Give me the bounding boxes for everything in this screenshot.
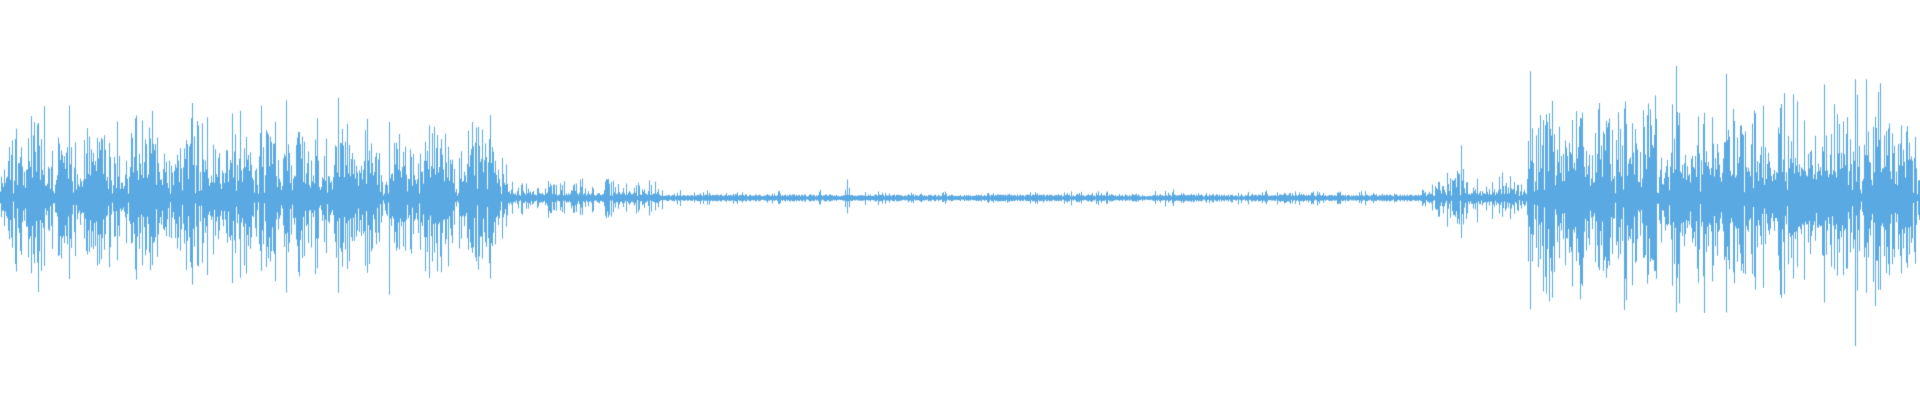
waveform-panel [0,0,1920,400]
audio-waveform [0,0,1920,400]
